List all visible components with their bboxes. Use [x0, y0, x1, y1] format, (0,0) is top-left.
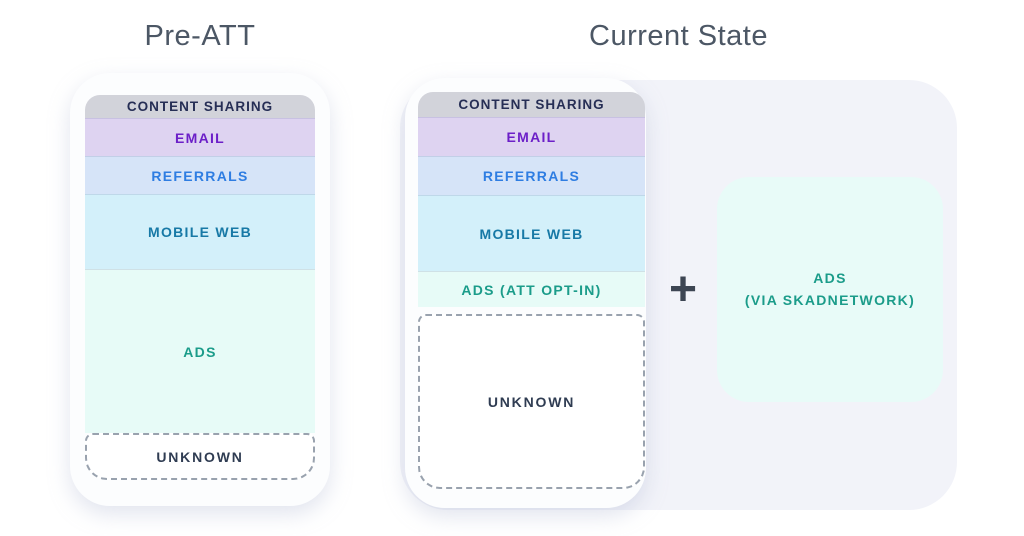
current-state-segment-unknown: UNKNOWN — [418, 314, 645, 489]
pre-att-segment-content-sharing: CONTENT SHARING — [85, 95, 315, 118]
skadnetwork-box: ADS (VIA SKADNETWORK) — [717, 177, 943, 402]
pre-att-segment-email: EMAIL — [85, 118, 315, 156]
current-state-segment-content-sharing: CONTENT SHARING — [418, 92, 645, 117]
current-state-segment-referrals: REFERRALS — [418, 156, 645, 195]
skadnetwork-label-line1: ADS — [813, 269, 847, 286]
skadnetwork-label-line2: (VIA SKADNETWORK) — [744, 291, 916, 308]
pre-att-segment-referrals: REFERRALS — [85, 156, 315, 194]
current-state-segment-email: EMAIL — [418, 117, 645, 156]
pre-att-segment-stack: CONTENT SHARING EMAIL REFERRALS MOBILE W… — [85, 95, 315, 433]
current-state-segment-ads-att-opt-in: ADS (ATT OPT-IN) — [418, 271, 645, 307]
pre-att-segment-mobile-web: MOBILE WEB — [85, 194, 315, 269]
phone-current-state: CONTENT SHARING EMAIL REFERRALS MOBILE W… — [405, 78, 646, 508]
current-state-segment-stack: CONTENT SHARING EMAIL REFERRALS MOBILE W… — [418, 92, 645, 307]
phone-pre-att: CONTENT SHARING EMAIL REFERRALS MOBILE W… — [70, 73, 330, 506]
current-state-segment-mobile-web: MOBILE WEB — [418, 195, 645, 271]
title-current-state: Current State — [589, 20, 768, 52]
pre-att-segment-ads: ADS — [85, 269, 315, 433]
title-pre-att: Pre-ATT — [144, 20, 256, 52]
plus-icon: + — [668, 263, 698, 316]
pre-att-segment-unknown: UNKNOWN — [85, 433, 315, 480]
